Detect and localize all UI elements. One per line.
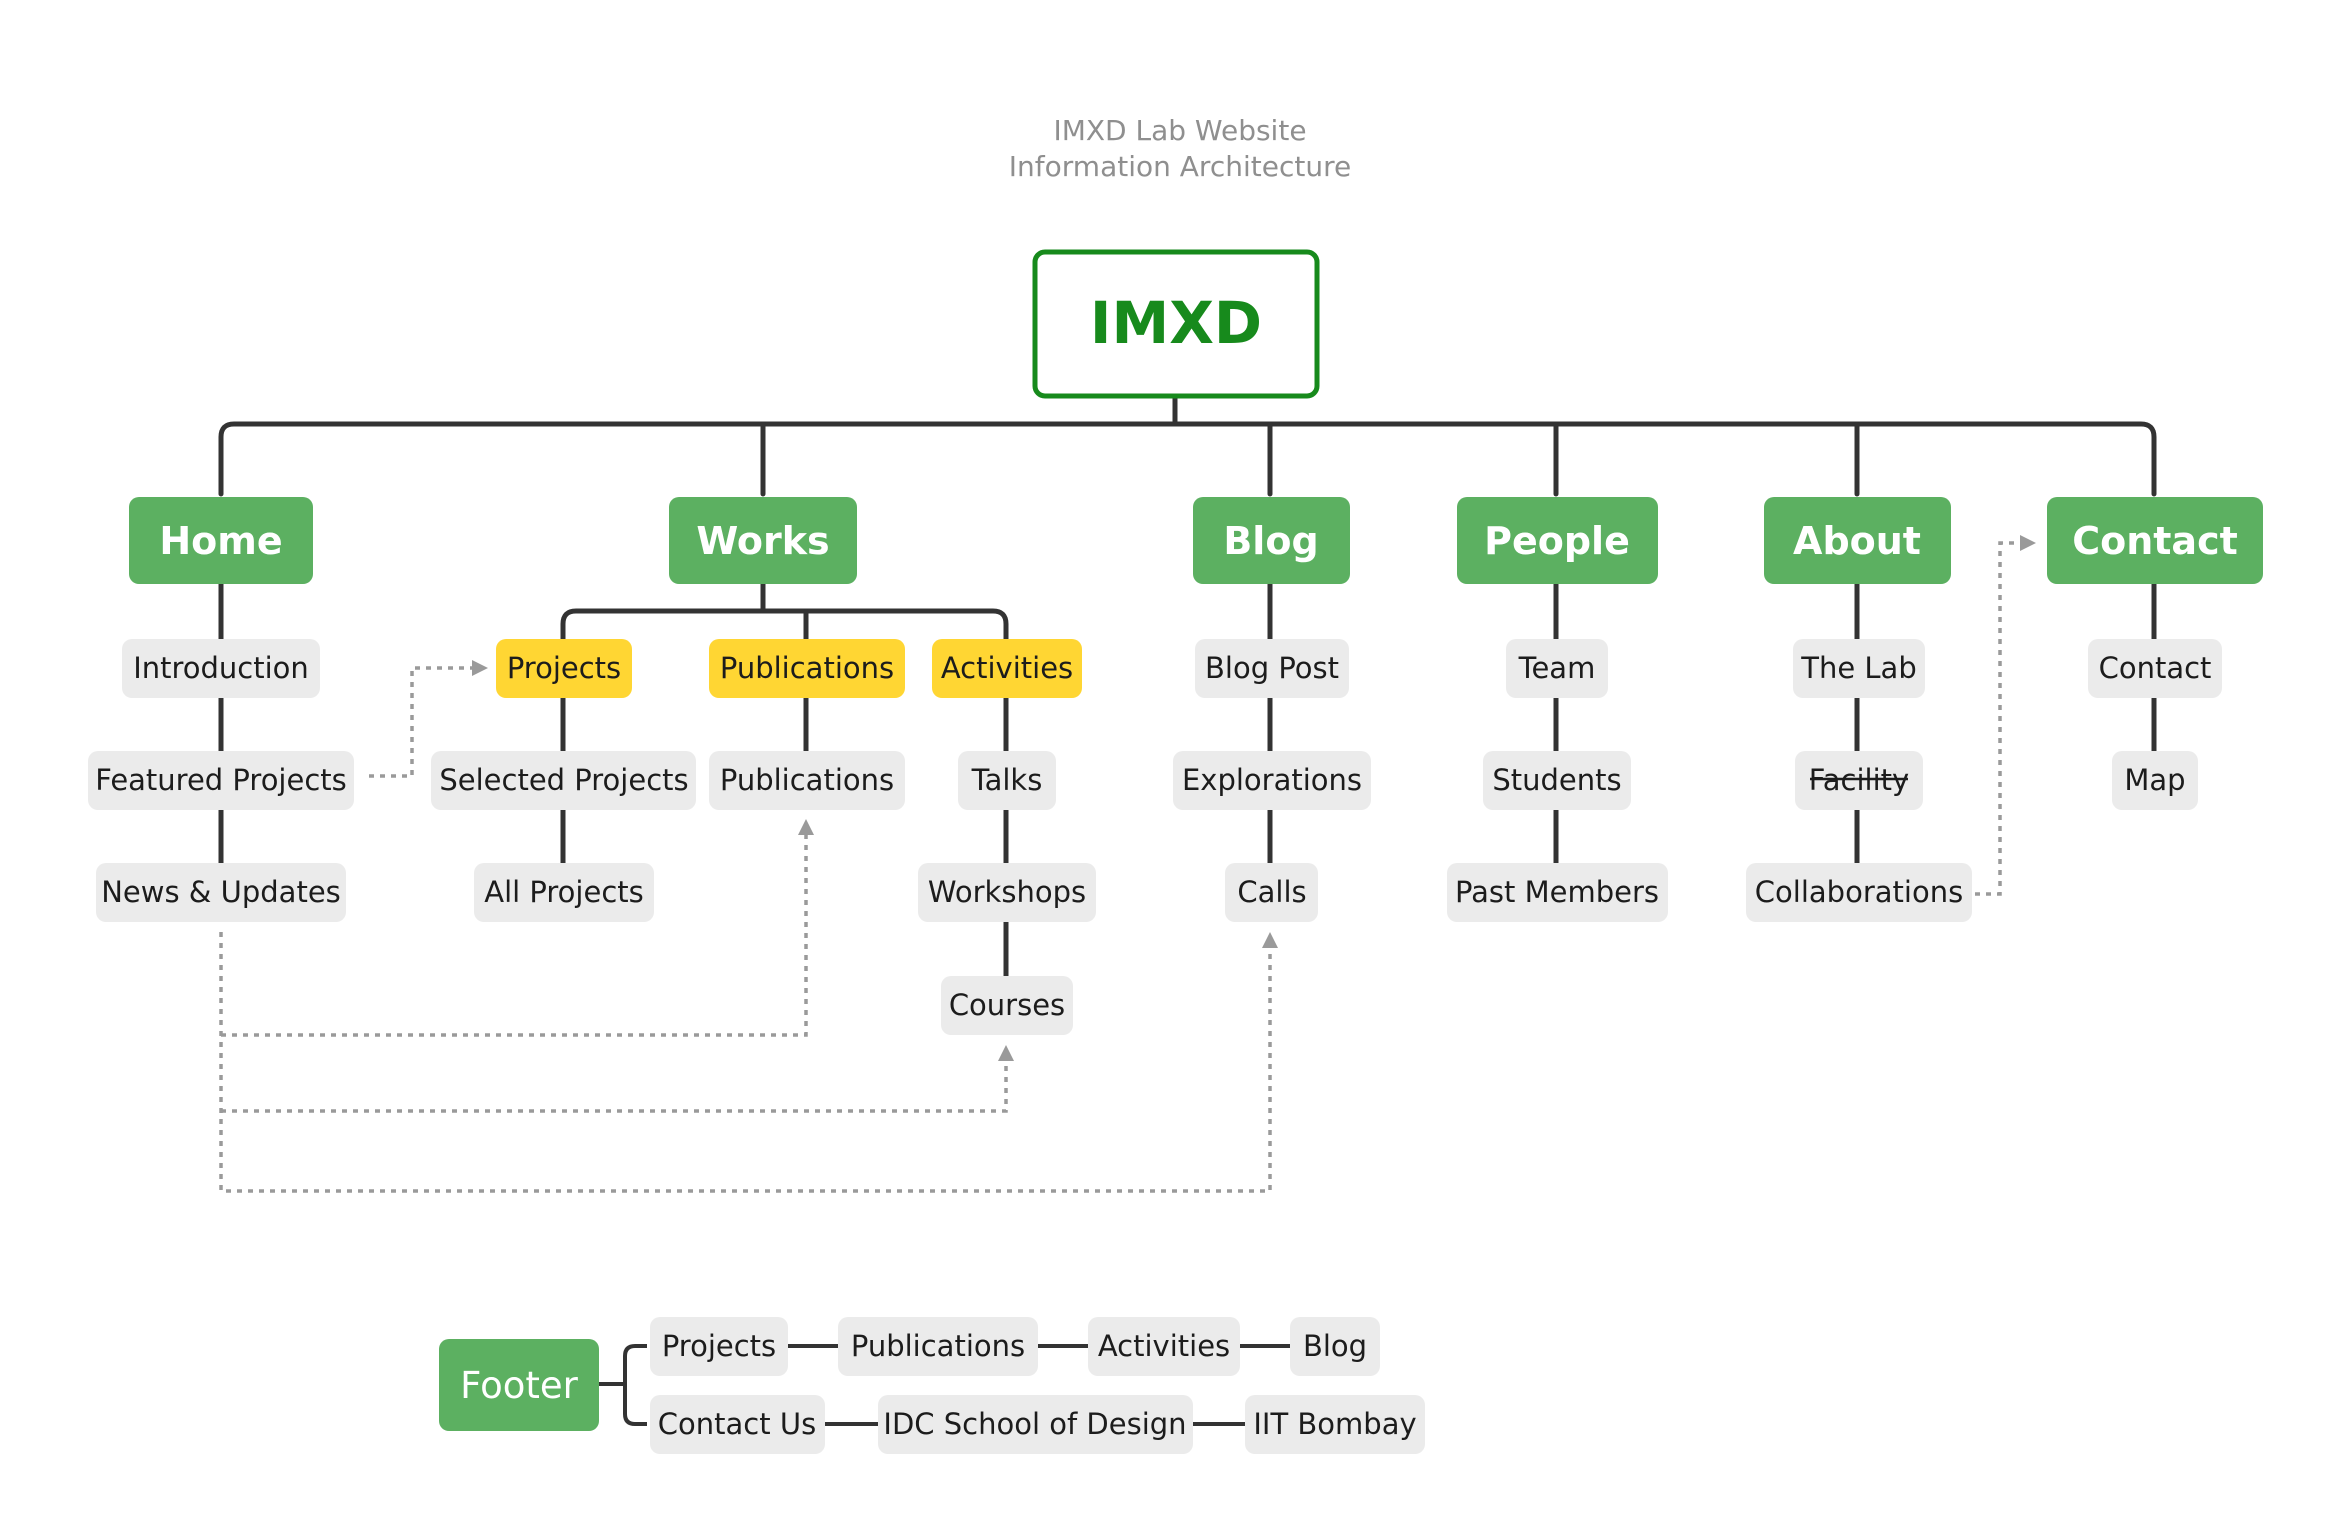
page-introduction[interactable]: Introduction xyxy=(122,639,320,698)
subsection-activities-label: Activities xyxy=(941,651,1073,685)
section-bus xyxy=(218,421,2157,497)
diagram-title-line-2: Information Architecture xyxy=(1009,150,1351,183)
section-blog[interactable]: Blog xyxy=(1193,497,1350,584)
page-featured-projects-label: Featured Projects xyxy=(95,763,347,797)
section-contact[interactable]: Contact xyxy=(2047,497,2263,584)
section-about-label: About xyxy=(1793,519,1921,563)
footer-link-blog[interactable]: Blog xyxy=(1290,1317,1380,1376)
footer-bracket xyxy=(623,1344,647,1426)
page-calls[interactable]: Calls xyxy=(1225,863,1318,922)
subsection-activities[interactable]: Activities xyxy=(932,639,1082,698)
page-the-lab-label: The Lab xyxy=(1800,651,1917,685)
section-people[interactable]: People xyxy=(1457,497,1658,584)
footer-link-activities[interactable]: Activities xyxy=(1088,1317,1240,1376)
section-contact-label: Contact xyxy=(2072,519,2238,563)
footer-link-contact-us[interactable]: Contact Us xyxy=(650,1395,825,1454)
page-students[interactable]: Students xyxy=(1483,751,1631,810)
page-past-members-label: Past Members xyxy=(1455,875,1659,909)
arrow-to-contact xyxy=(2020,535,2036,551)
page-courses-label: Courses xyxy=(949,988,1065,1022)
page-map[interactable]: Map xyxy=(2112,751,2198,810)
page-contact[interactable]: Contact xyxy=(2088,639,2222,698)
subsection-projects-label: Projects xyxy=(507,651,621,685)
cross-links xyxy=(219,535,2036,1193)
section-blog-label: Blog xyxy=(1223,519,1318,563)
footer-link-activities-label: Activities xyxy=(1098,1329,1230,1363)
footer-link-iit-bombay[interactable]: IIT Bombay xyxy=(1245,1395,1425,1454)
page-workshops[interactable]: Workshops xyxy=(918,863,1096,922)
page-courses[interactable]: Courses xyxy=(941,976,1073,1035)
page-talks-label: Talks xyxy=(971,763,1043,797)
subsection-projects[interactable]: Projects xyxy=(496,639,632,698)
page-the-lab[interactable]: The Lab xyxy=(1793,639,1925,698)
link-featured-to-projects xyxy=(369,666,472,778)
footer-link-idc-school-label: IDC School of Design xyxy=(883,1407,1186,1441)
page-explorations[interactable]: Explorations xyxy=(1173,751,1371,810)
footer-link-publications[interactable]: Publications xyxy=(838,1317,1038,1376)
page-publications-label: Publications xyxy=(720,763,894,797)
works-bus xyxy=(560,608,1009,669)
page-all-projects-label: All Projects xyxy=(484,875,644,909)
arrow-to-projects xyxy=(472,660,488,676)
page-selected-projects[interactable]: Selected Projects xyxy=(431,751,696,810)
section-home[interactable]: Home xyxy=(129,497,313,584)
page-introduction-label: Introduction xyxy=(133,651,309,685)
link-collaborations-to-contact xyxy=(1975,541,2020,896)
section-home-label: Home xyxy=(159,519,282,563)
footer-link-blog-label: Blog xyxy=(1303,1329,1367,1363)
link-news-to-courses xyxy=(221,1061,1008,1113)
page-students-label: Students xyxy=(1492,763,1621,797)
root-node[interactable]: IMXD xyxy=(1032,249,1320,399)
page-facility[interactable]: Facility xyxy=(1795,751,1923,810)
arrow-to-calls xyxy=(1262,932,1278,948)
footer-connectors xyxy=(599,1344,1290,1426)
page-featured-projects[interactable]: Featured Projects xyxy=(88,751,354,810)
section-works[interactable]: Works xyxy=(669,497,857,584)
page-team-label: Team xyxy=(1518,651,1596,685)
page-contact-label: Contact xyxy=(2099,651,2212,685)
tree-connectors xyxy=(218,395,2157,1011)
link-news-to-calls xyxy=(219,932,1272,1193)
page-map-label: Map xyxy=(2124,763,2185,797)
page-blog-post[interactable]: Blog Post xyxy=(1195,639,1349,698)
diagram-title-line-1: IMXD Lab Website xyxy=(1053,114,1306,147)
subsection-publications[interactable]: Publications xyxy=(709,639,905,698)
root-label: IMXD xyxy=(1090,289,1262,357)
footer-label: Footer xyxy=(460,1364,579,1407)
page-collaborations-label: Collaborations xyxy=(1755,875,1963,909)
page-blog-post-label: Blog Post xyxy=(1205,651,1339,685)
section-works-label: Works xyxy=(696,519,829,563)
page-publications[interactable]: Publications xyxy=(709,751,905,810)
footer-link-idc-school[interactable]: IDC School of Design xyxy=(878,1395,1193,1454)
page-collaborations[interactable]: Collaborations xyxy=(1746,863,1972,922)
page-explorations-label: Explorations xyxy=(1182,763,1362,797)
page-news-updates[interactable]: News & Updates xyxy=(96,863,346,922)
page-news-updates-label: News & Updates xyxy=(101,875,341,909)
subsection-publications-label: Publications xyxy=(720,651,894,685)
page-selected-projects-label: Selected Projects xyxy=(439,763,688,797)
footer-node[interactable]: Footer xyxy=(439,1339,599,1431)
arrow-to-publications xyxy=(798,819,814,835)
page-talks[interactable]: Talks xyxy=(958,751,1056,810)
section-about[interactable]: About xyxy=(1764,497,1951,584)
footer-link-contact-us-label: Contact Us xyxy=(658,1407,816,1441)
page-all-projects[interactable]: All Projects xyxy=(474,863,654,922)
link-news-to-publications xyxy=(221,835,808,1037)
page-calls-label: Calls xyxy=(1237,875,1306,909)
page-past-members[interactable]: Past Members xyxy=(1447,863,1668,922)
footer-link-projects-label: Projects xyxy=(662,1329,776,1363)
arrow-to-courses xyxy=(998,1045,1014,1061)
footer-link-publications-label: Publications xyxy=(851,1329,1025,1363)
page-workshops-label: Workshops xyxy=(928,875,1086,909)
section-people-label: People xyxy=(1484,519,1630,563)
footer-link-projects[interactable]: Projects xyxy=(650,1317,788,1376)
footer-link-iit-bombay-label: IIT Bombay xyxy=(1253,1407,1416,1441)
page-team[interactable]: Team xyxy=(1506,639,1608,698)
